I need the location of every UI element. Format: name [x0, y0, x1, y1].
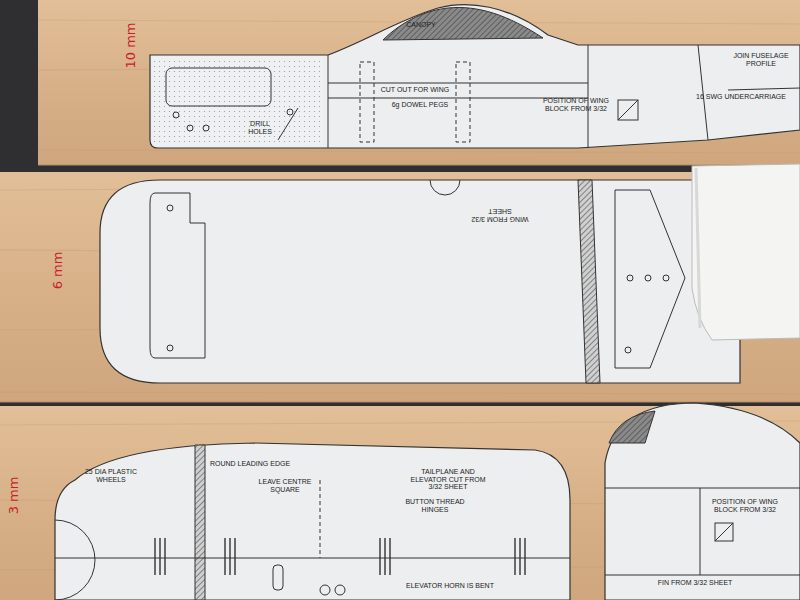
- plan-note: FIN FROM 3/32 SHEET: [635, 579, 755, 587]
- fuselage-template: CANOPY CUT OUT FOR WING 6g DOWEL PEGS POSIT…: [148, 0, 800, 150]
- plan-note: 6g DOWEL PEGS: [388, 101, 452, 109]
- plan-note: POSITION OF WING BLOCK FROM 3/32: [540, 97, 612, 112]
- thickness-mark: 6 mm: [50, 251, 65, 289]
- thickness-mark: 3 mm: [7, 476, 22, 514]
- plan-note: CUT OUT FOR WING: [380, 86, 450, 94]
- plan-note: ROUND LEADING EDGE: [205, 460, 295, 468]
- plan-note: ELEVATOR HORN IS BENT: [395, 582, 505, 590]
- template-outline: [148, 0, 800, 150]
- template-outline: [55, 440, 575, 600]
- thickness-mark: 10 mm: [122, 22, 137, 68]
- fin-template: POSITION OF WING BLOCK FROM 3/32FIN FROM…: [605, 403, 800, 600]
- template-outline: [100, 178, 740, 383]
- plan-note: WING FROM 3/32 SHEET: [460, 208, 540, 223]
- plan-note: POSITION OF WING BLOCK FROM 3/32: [705, 498, 785, 513]
- tailplane-template: 25 DIA PLASTIC WHEELS ROUND LEADING EDGE L…: [55, 440, 575, 600]
- plan-note: LEAVE CENTRE SQUARE: [255, 478, 315, 493]
- plan-note: 16 SWG UNDERCARRIAGE: [696, 93, 786, 101]
- plan-note: BUTTON THREAD HINGES: [405, 498, 465, 513]
- plan-note: DRILL HOLES: [240, 120, 280, 135]
- plan-note: TAILPLANE AND ELEVATOR CUT FROM 3/32 SHE…: [403, 468, 493, 491]
- wing-template: WING FROM 3/32 SHEET: [100, 178, 740, 383]
- plan-note: JOIN FUSELAGE PROFILE: [723, 52, 799, 67]
- plan-note: 25 DIA PLASTIC WHEELS: [81, 468, 141, 483]
- plan-note: CANOPY: [396, 21, 446, 29]
